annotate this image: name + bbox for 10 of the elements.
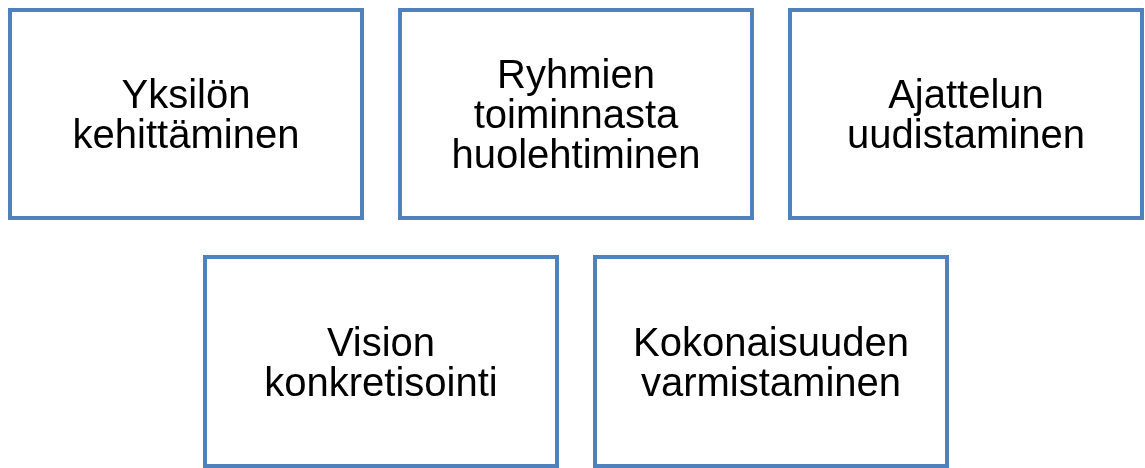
box-label: Ryhmien toiminnasta huolehtiminen [450, 54, 702, 174]
text-box [593, 255, 949, 468]
text-box [203, 255, 559, 468]
text-box [398, 8, 754, 220]
box-label: Yksilön kehittäminen [71, 74, 301, 154]
text-box [788, 8, 1144, 220]
box-label: Kokonaisuuden varmistaminen [632, 321, 910, 402]
box-label: Vision konkretisointi [263, 321, 499, 402]
box-label: Ajattelun uudistaminen [846, 74, 1086, 154]
text-box [8, 8, 364, 220]
